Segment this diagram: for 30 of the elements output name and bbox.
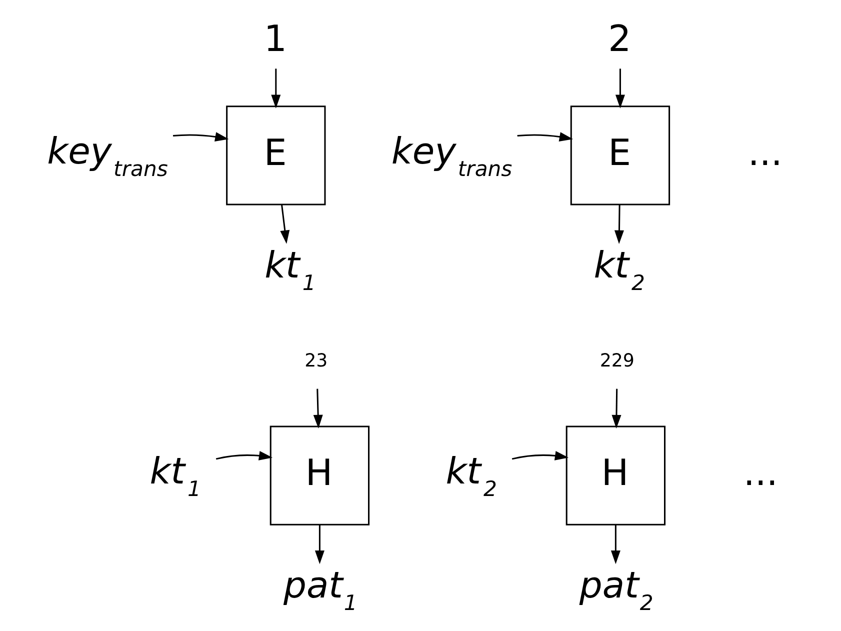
node-text: pat$_{1}$ [283, 563, 358, 615]
arrow [313, 388, 323, 428]
arrow [172, 132, 229, 142]
node-text: pat$_{2}$ [579, 563, 654, 615]
arrow [610, 524, 620, 564]
arrow [517, 132, 574, 142]
node-text: kt$_{1}$ [264, 243, 316, 295]
node-text: 229 [600, 350, 634, 372]
node-text: kt$_{2}$ [594, 243, 645, 295]
node-box: E [570, 106, 670, 206]
node-box: E [226, 106, 326, 206]
node-box: H [270, 426, 370, 526]
node-text: 23 [304, 350, 328, 372]
node-text: 1 [264, 16, 287, 60]
node-text: key$_{trans}$ [391, 129, 512, 181]
arrow [614, 204, 624, 244]
label: ... [743, 450, 778, 494]
node-text: kt$_{1}$ [150, 449, 202, 501]
arrow [271, 68, 281, 108]
arrow [314, 524, 324, 564]
arrow [612, 388, 622, 428]
arrow [512, 451, 569, 460]
label: ... [748, 130, 782, 174]
node-box: H [566, 426, 666, 526]
node-text: key$_{trans}$ [47, 129, 168, 181]
node-text: 2 [608, 16, 632, 60]
arrow [216, 451, 273, 460]
node-text: kt$_{2}$ [446, 449, 497, 501]
arrow [615, 68, 625, 108]
arrow [280, 204, 290, 244]
